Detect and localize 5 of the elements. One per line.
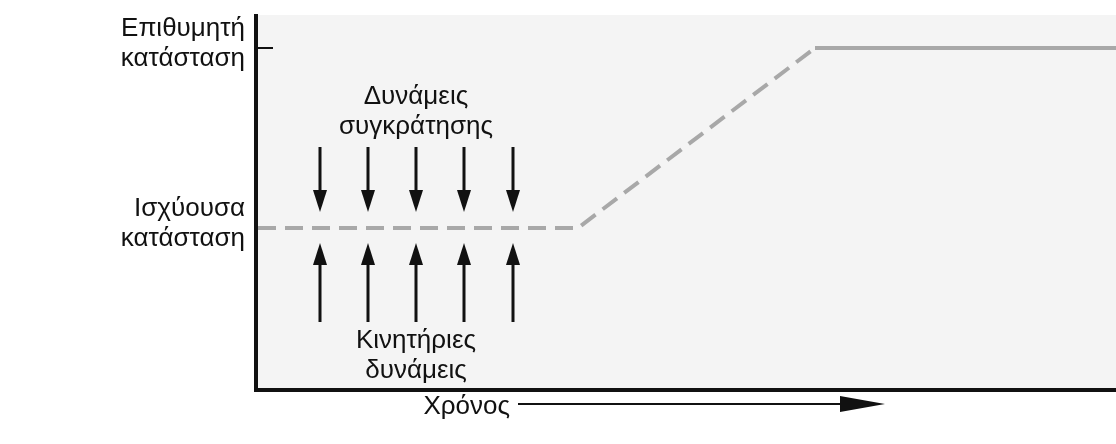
force-label: Κινητήριες δυνάμεις [355, 324, 477, 384]
force-label: Δυνάμεις συγκράτησης [338, 80, 494, 140]
axis-label: Χρόνος [422, 390, 510, 420]
state-label: Ισχύουσα κατάσταση [119, 192, 245, 252]
state-label: Επιθυμητή κατάσταση [119, 12, 245, 72]
